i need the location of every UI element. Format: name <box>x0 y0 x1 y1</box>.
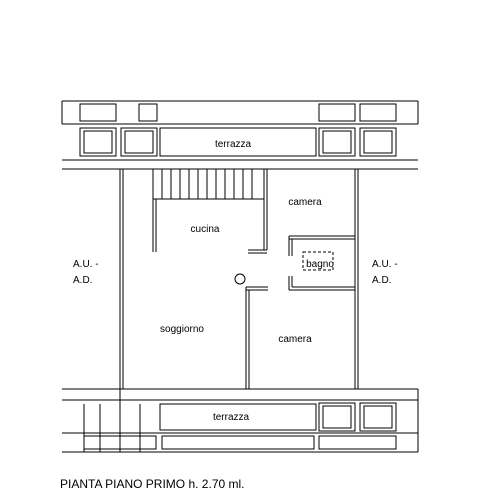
room-label-terrace-top: terrazza <box>215 139 252 150</box>
bathroom-fixture <box>302 251 334 271</box>
room-label-bathroom: bagno <box>306 259 334 270</box>
room-label-bedroom-top: camera <box>288 197 322 208</box>
room-label-living: soggiorno <box>160 324 204 335</box>
room-label-bedroom-bottom: camera <box>278 334 312 345</box>
right-unit-label-line1: A.U. - <box>372 259 398 270</box>
left-unit-label-line1: A.U. - <box>73 259 99 270</box>
room-label-kitchen: cucina <box>191 224 220 235</box>
left-unit-label-line2: A.D. <box>73 275 92 286</box>
right-unit-label-line2: A.D. <box>372 275 391 286</box>
plan-lines <box>61 100 419 453</box>
room-label-terrace-bottom: terrazza <box>213 412 250 423</box>
plan-caption: PIANTA PIANO PRIMO h. 2.70 ml. <box>60 477 245 491</box>
